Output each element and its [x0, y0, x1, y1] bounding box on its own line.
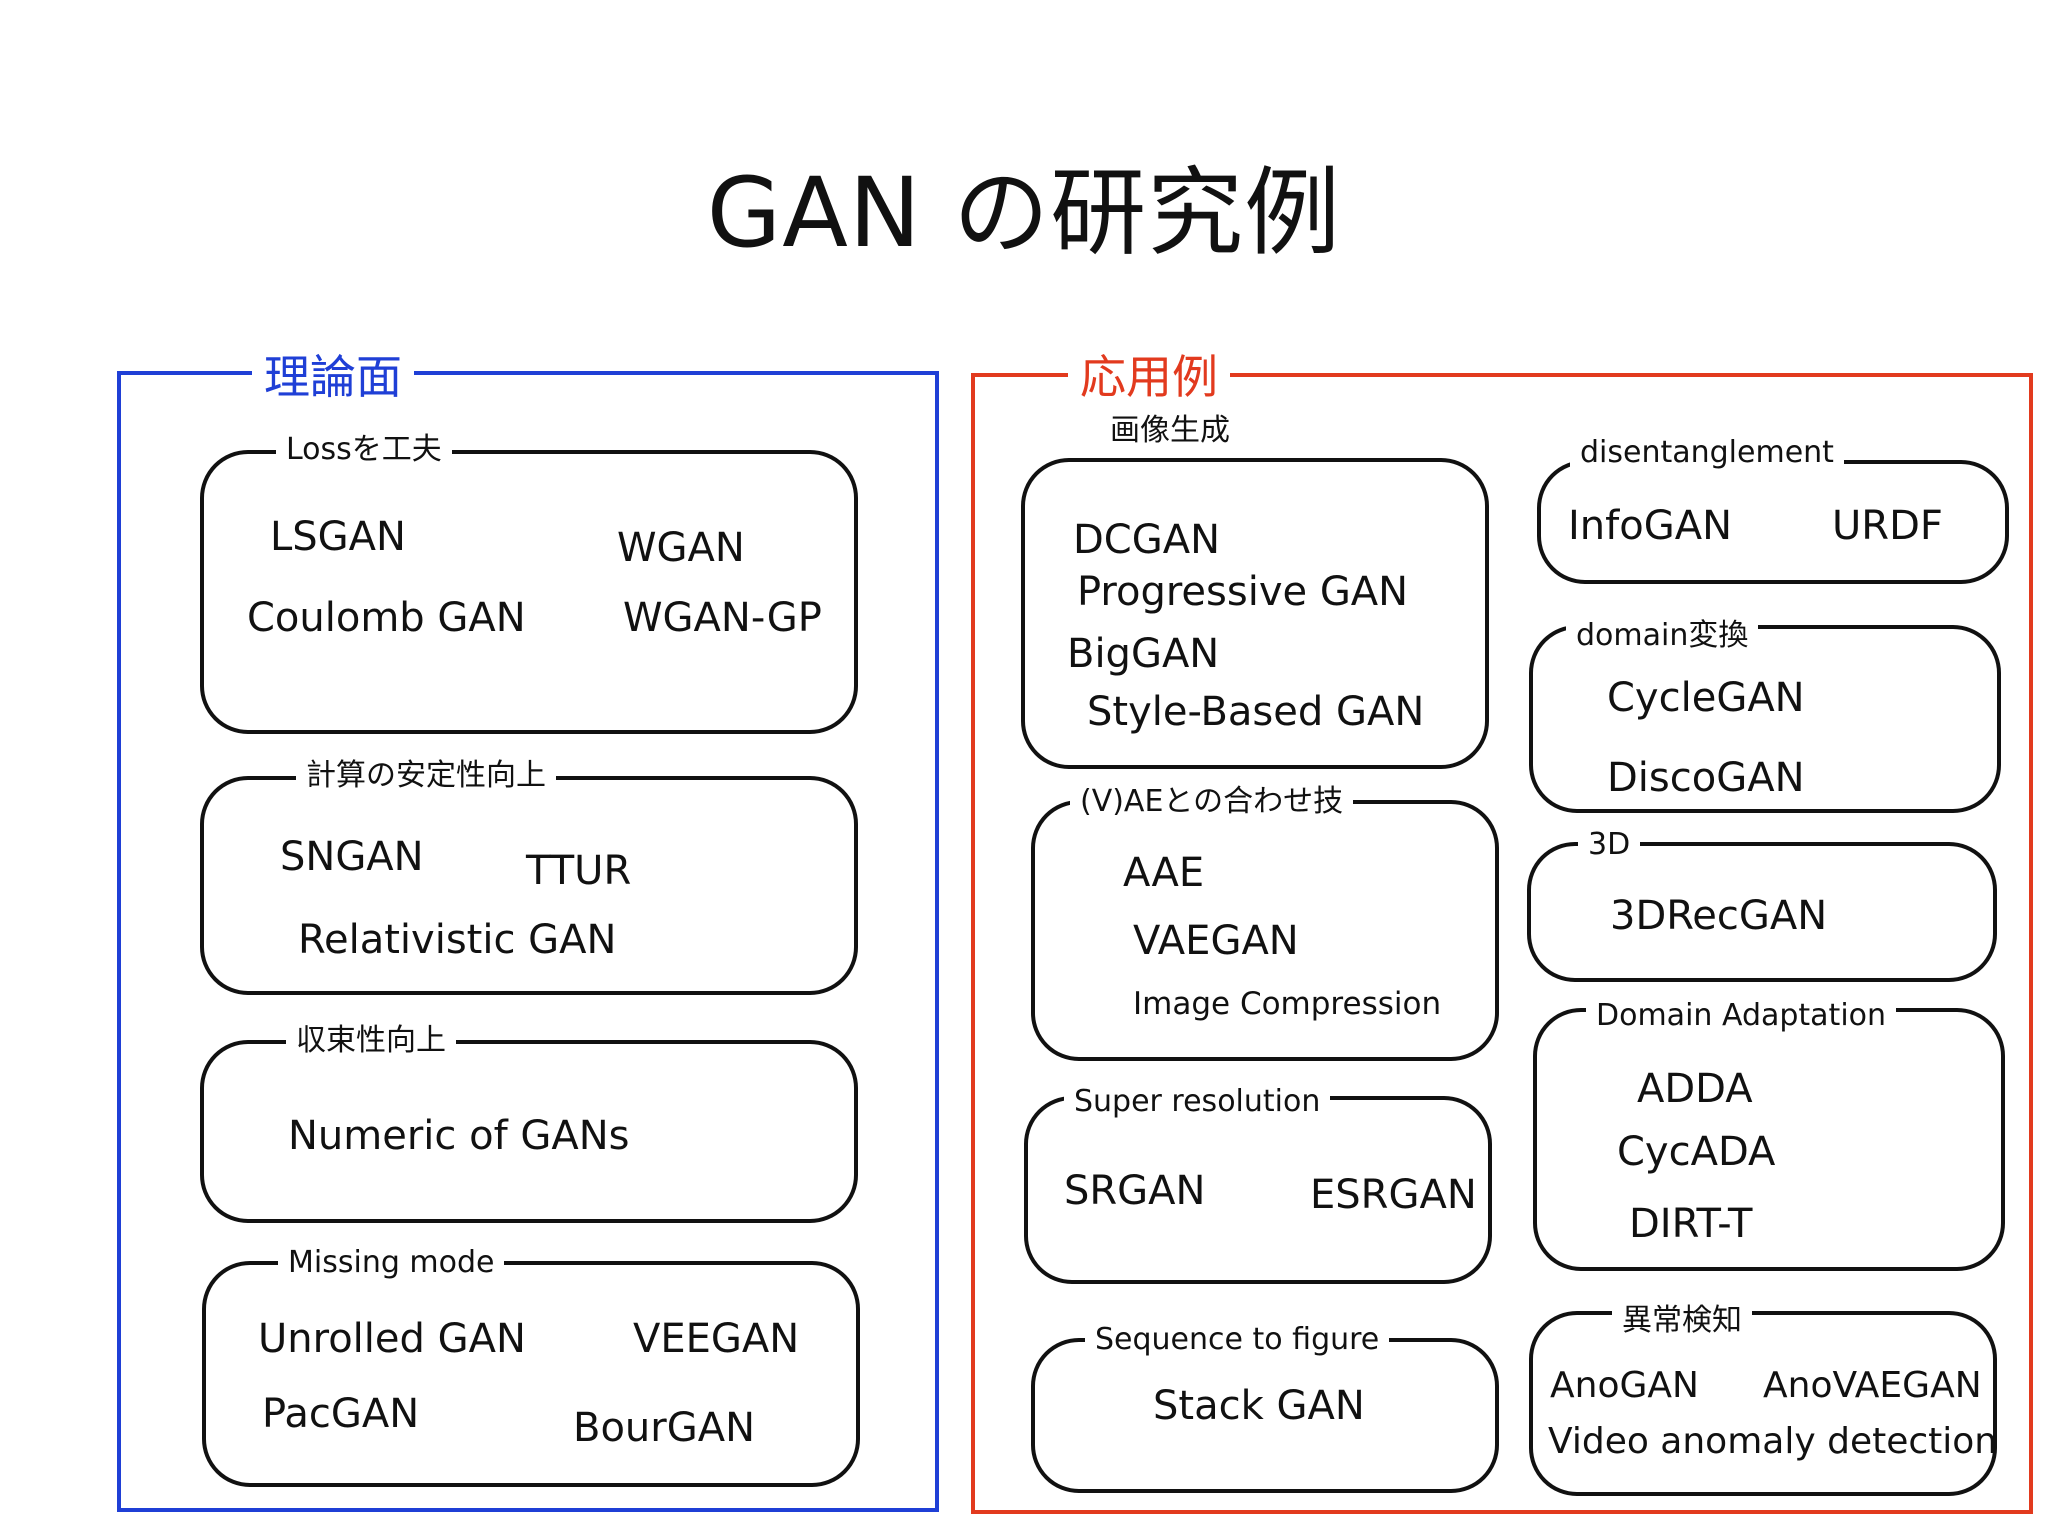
three-d-box: [1527, 842, 1997, 982]
item-wgan: WGAN: [617, 525, 745, 571]
item-coulomb-gan: Coulomb GAN: [247, 595, 526, 641]
missing-mode-box: [202, 1261, 860, 1487]
item-veegan: VEEGAN: [633, 1316, 800, 1362]
image-gen-box: [1021, 458, 1489, 769]
item-anovaegan: AnoVAEGAN: [1763, 1365, 1982, 1406]
item-adda: ADDA: [1637, 1066, 1753, 1112]
item-progressive-gan: Progressive GAN: [1077, 569, 1409, 615]
convergence-box-title: 収束性向上: [286, 1023, 456, 1059]
item-discogan: DiscoGAN: [1607, 755, 1805, 801]
item-esrgan: ESRGAN: [1310, 1172, 1477, 1218]
item-3drecgan: 3DRecGAN: [1610, 893, 1828, 939]
item-urdf: URDF: [1832, 503, 1943, 549]
item-srgan: SRGAN: [1064, 1168, 1206, 1214]
super-res-box-title: Super resolution: [1064, 1084, 1331, 1120]
application-frame: [971, 373, 2033, 1514]
item-sngan: SNGAN: [280, 834, 424, 880]
seq-fig-box-title: Sequence to figure: [1085, 1322, 1390, 1358]
item-biggan: BigGAN: [1067, 631, 1220, 677]
item-lsgan: LSGAN: [270, 514, 406, 560]
item-anogan: AnoGAN: [1550, 1365, 1699, 1406]
item-ttur: TTUR: [526, 848, 632, 894]
disentangle-box-title: disentanglement: [1570, 435, 1844, 471]
item-relativistic-gan: Relativistic GAN: [298, 917, 617, 963]
item-pacgan: PacGAN: [262, 1391, 420, 1437]
item-image-compression: Image Compression: [1133, 986, 1442, 1022]
item-video-anomaly-detection: Video anomaly detection: [1548, 1421, 1998, 1462]
anomaly-box-title: 異常検知: [1612, 1303, 1752, 1339]
item-vaegan: VAEGAN: [1133, 918, 1299, 964]
item-cycada: CycADA: [1617, 1129, 1776, 1175]
domain-adapt-box-title: Domain Adaptation: [1586, 998, 1897, 1034]
page-title: GAN の研究例: [706, 157, 1342, 269]
domain-conv-box-title: domain変換: [1566, 618, 1759, 654]
application-frame-label: 応用例: [1068, 349, 1230, 405]
anomaly-box: [1529, 1311, 1997, 1496]
theory-frame-label: 理論面: [252, 349, 414, 405]
vae-box-title: (V)AEとの合わせ技: [1070, 784, 1354, 820]
item-dcgan: DCGAN: [1073, 517, 1221, 563]
stability-box-title: 計算の安定性向上: [296, 758, 556, 794]
missing-mode-box-title: Missing mode: [278, 1245, 505, 1281]
item-cyclegan: CycleGAN: [1607, 675, 1805, 721]
item-infogan: InfoGAN: [1568, 503, 1732, 549]
image-gen-box-title: 画像生成: [1100, 413, 1240, 449]
item-wgan-gp: WGAN-GP: [623, 595, 822, 641]
convergence-box: [200, 1040, 858, 1223]
item-numeric-of-gans: Numeric of GANs: [288, 1113, 630, 1159]
domain-conv-box: [1529, 625, 2001, 813]
item-aae: AAE: [1123, 850, 1205, 896]
loss-box: [200, 450, 858, 734]
item-bourgan: BourGAN: [573, 1405, 755, 1451]
theory-frame: [117, 371, 939, 1512]
item-style-based-gan: Style-Based GAN: [1087, 689, 1425, 735]
loss-box-title: Lossを工夫: [276, 432, 452, 468]
three-d-box-title: 3D: [1578, 827, 1641, 863]
item-unrolled-gan: Unrolled GAN: [258, 1316, 526, 1362]
item-dirt-t: DIRT-T: [1629, 1201, 1753, 1247]
item-stack-gan: Stack GAN: [1153, 1383, 1365, 1429]
